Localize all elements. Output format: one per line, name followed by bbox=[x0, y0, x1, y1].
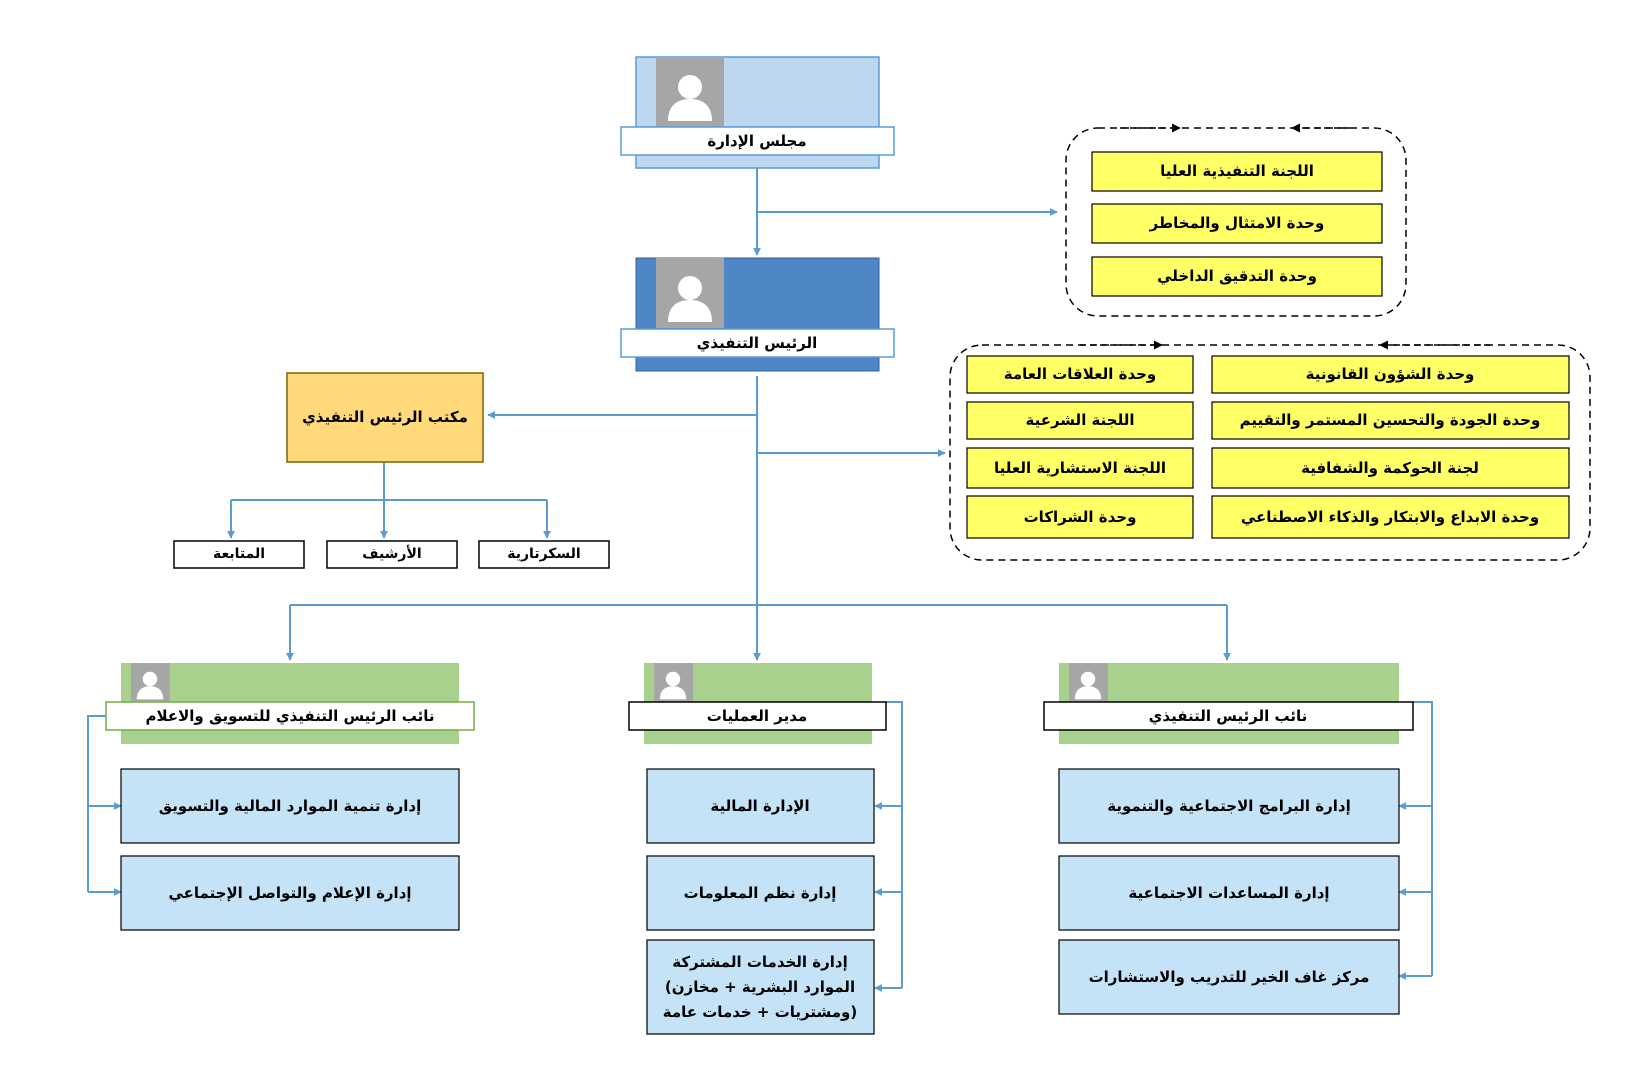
board-committee-label: اللجنة التنفيذية العليا bbox=[1160, 162, 1314, 180]
ceo-unit-right-2[interactable]: وحدة الجودة والتحسين المستمر والتقييم bbox=[1211, 401, 1570, 440]
ceo-unit-label: وحدة العلاقات العامة bbox=[1004, 365, 1157, 383]
board-committee-3[interactable]: وحدة التدقيق الداخلي bbox=[1091, 256, 1383, 297]
deputy-label: نائب الرئيس التنفيذي للتسويق والاعلام bbox=[145, 707, 434, 726]
ceo-unit-left-2[interactable]: اللجنة الشرعية bbox=[966, 401, 1194, 440]
ceo-avatar bbox=[656, 258, 724, 328]
ceo-unit-left-1[interactable]: وحدة العلاقات العامة bbox=[966, 355, 1194, 394]
deputy-avatar bbox=[654, 663, 693, 701]
department-label: مركز غاف الخير للتدريب والاستشارات bbox=[1089, 968, 1370, 986]
ceo-unit-label: وحدة الشراكات bbox=[1024, 508, 1137, 526]
ceo-unit-right-3[interactable]: لجنة الحوكمة والشفافية bbox=[1211, 447, 1570, 489]
deputy-label: مدير العمليات bbox=[707, 707, 807, 725]
department-label: (الموارد البشرية + مخازن bbox=[665, 978, 855, 996]
ceo-unit-label: اللجنة الاستشارية العليا bbox=[994, 459, 1166, 477]
ceo-unit-right-1[interactable]: وحدة الشؤون القانونية bbox=[1211, 355, 1570, 394]
ceo-unit-label: وحدة الابداع والابتكار والذكاء الاصطناعي bbox=[1241, 508, 1539, 526]
department-box[interactable]: مركز غاف الخير للتدريب والاستشارات bbox=[1058, 939, 1400, 1015]
department-label: إدارة المساعدات الاجتماعية bbox=[1128, 884, 1329, 902]
ceo-office-unit-3[interactable]: المتابعة bbox=[173, 540, 305, 569]
department-box[interactable]: إدارة المساعدات الاجتماعية bbox=[1058, 855, 1400, 931]
department-label: إدارة الخدمات المشتركة bbox=[672, 953, 848, 971]
board-committee-1[interactable]: اللجنة التنفيذية العليا bbox=[1091, 151, 1383, 192]
bracket-deputy-2 bbox=[886, 701, 903, 988]
department-label: إدارة تنمية الموارد المالية والتسويق bbox=[159, 797, 421, 815]
board-label: مجلس الإدارة bbox=[707, 132, 806, 150]
ceo-label: الرئيس التنفيذي bbox=[697, 334, 818, 353]
connectors bbox=[87, 168, 1433, 992]
ceo-office-unit-label: الأرشيف bbox=[362, 545, 421, 562]
ceo-unit-label: لجنة الحوكمة والشفافية bbox=[1301, 459, 1479, 477]
ceo-unit-right-4[interactable]: وحدة الابداع والابتكار والذكاء الاصطناعي bbox=[1211, 495, 1570, 539]
board-committees-group bbox=[1065, 123, 1407, 317]
department-label: ومشتريات + خدمات عامة) bbox=[663, 1003, 858, 1021]
department-box[interactable]: إدارة الخدمات المشتركة (الموارد البشرية … bbox=[646, 939, 875, 1035]
board-card[interactable]: مجلس الإدارة bbox=[620, 56, 895, 169]
ceo-units-group bbox=[949, 340, 1591, 561]
department-label: إدارة الإعلام والتواصل الإجتماعي bbox=[168, 884, 411, 902]
board-avatar bbox=[656, 57, 724, 127]
department-box[interactable]: إدارة نظم المعلومات bbox=[646, 855, 875, 931]
department-label: الإدارة المالية bbox=[710, 797, 809, 815]
ceo-office-label: مكتب الرئيس التنفيذي bbox=[302, 408, 468, 427]
ceo-unit-label: اللجنة الشرعية bbox=[1026, 411, 1135, 429]
ceo-unit-label: وحدة الشؤون القانونية bbox=[1306, 365, 1475, 383]
department-label: إدارة البرامج الاجتماعية والتنموية bbox=[1107, 797, 1351, 815]
ceo-office-unit-1[interactable]: السكرتارية bbox=[478, 540, 610, 569]
ceo-unit-label: وحدة الجودة والتحسين المستمر والتقييم bbox=[1240, 411, 1541, 429]
department-box[interactable]: إدارة الإعلام والتواصل الإجتماعي bbox=[120, 855, 460, 931]
ceo-office-box[interactable]: مكتب الرئيس التنفيذي bbox=[286, 372, 484, 463]
ceo-unit-left-3[interactable]: اللجنة الاستشارية العليا bbox=[966, 447, 1194, 489]
deputy-label: نائب الرئيس التنفيذي bbox=[1149, 707, 1308, 726]
ceo-card[interactable]: الرئيس التنفيذي bbox=[620, 257, 895, 372]
deputy-avatar bbox=[1069, 663, 1108, 701]
department-label: إدارة نظم المعلومات bbox=[684, 884, 837, 902]
board-committee-label: وحدة التدقيق الداخلي bbox=[1157, 267, 1317, 285]
ceo-office-unit-label: المتابعة bbox=[213, 546, 265, 562]
department-box[interactable]: الإدارة المالية bbox=[646, 768, 875, 844]
board-committee-label: وحدة الامتثال والمخاطر bbox=[1149, 214, 1325, 232]
deputy-card-operations[interactable]: مدير العمليات bbox=[628, 663, 887, 744]
ceo-office-unit-label: السكرتارية bbox=[507, 546, 580, 562]
bracket-deputy-3 bbox=[1413, 701, 1433, 976]
ceo-office-unit-2[interactable]: الأرشيف bbox=[326, 540, 458, 569]
board-committee-2[interactable]: وحدة الامتثال والمخاطر bbox=[1091, 203, 1383, 244]
deputy-card-programs[interactable]: نائب الرئيس التنفيذي bbox=[1043, 663, 1414, 744]
department-box[interactable]: إدارة البرامج الاجتماعية والتنموية bbox=[1058, 768, 1400, 844]
ceo-unit-left-4[interactable]: وحدة الشراكات bbox=[966, 495, 1194, 539]
deputy-avatar bbox=[131, 663, 170, 701]
bracket-deputy-1 bbox=[87, 715, 106, 892]
deputy-card-marketing[interactable]: نائب الرئيس التنفيذي للتسويق والاعلام bbox=[105, 663, 475, 744]
department-box[interactable]: إدارة تنمية الموارد المالية والتسويق bbox=[120, 768, 460, 844]
